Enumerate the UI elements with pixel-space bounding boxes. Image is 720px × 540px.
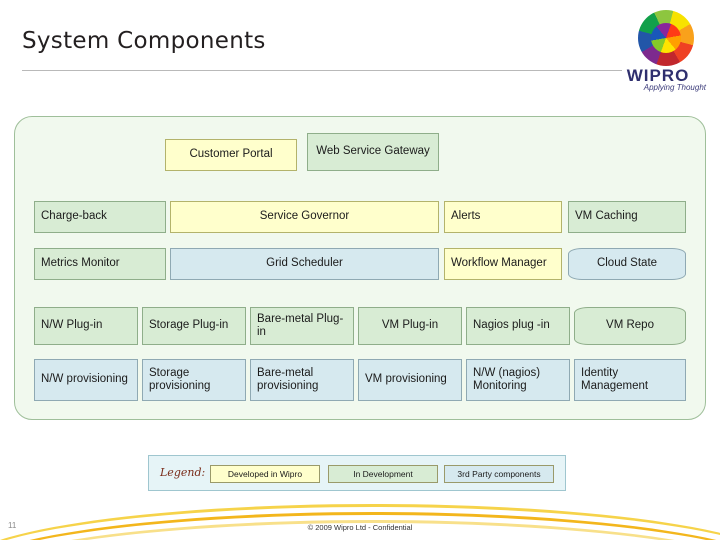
component-box: Web Service Gateway [307, 133, 439, 171]
component-box: Grid Scheduler [170, 248, 439, 280]
component-box: Storage Plug-in [142, 307, 246, 345]
component-box: Workflow Manager [444, 248, 562, 280]
footer-swoosh-2 [0, 512, 720, 540]
component-box: N/W (nagios) Monitoring [466, 359, 570, 401]
component-box: VM Caching [568, 201, 686, 233]
legend-item: In Development [328, 465, 438, 483]
component-box: Service Governor [170, 201, 439, 233]
component-box: Bare-metal provisioning [250, 359, 354, 401]
component-box: Charge-back [34, 201, 166, 233]
title-divider [22, 70, 622, 71]
component-box: Storage provisioning [142, 359, 246, 401]
footer-swoosh-1 [0, 504, 720, 540]
component-box: VM Repo [574, 307, 686, 345]
page-number: 11 [8, 521, 17, 530]
footer-copyright: © 2009 Wipro Ltd - Confidential [307, 523, 413, 532]
component-box: Identity Management [574, 359, 686, 401]
component-box: N/W provisioning [34, 359, 138, 401]
component-box: Cloud State [568, 248, 686, 280]
component-box: Customer Portal [165, 139, 297, 171]
component-box: Bare-metal Plug-in [250, 307, 354, 345]
component-box: Alerts [444, 201, 562, 233]
legend-item: Developed in Wipro [210, 465, 320, 483]
wipro-rainbow-sunflower-icon [638, 10, 694, 66]
component-box: Metrics Monitor [34, 248, 166, 280]
component-box: VM provisioning [358, 359, 462, 401]
footer-swoosh-3 [0, 520, 720, 540]
component-box: N/W Plug-in [34, 307, 138, 345]
component-box: VM Plug-in [358, 307, 462, 345]
brand-tagline: Applying Thought [643, 83, 706, 92]
brand-name: WIPRO [626, 66, 690, 85]
footer-decoration [0, 494, 720, 540]
legend-item: 3rd Party components [444, 465, 554, 483]
wipro-logo: WIPRO Applying Thought [610, 10, 706, 92]
legend-label: Legend: [160, 466, 206, 479]
page-title: System Components [22, 28, 266, 54]
component-box: Nagios plug -in [466, 307, 570, 345]
